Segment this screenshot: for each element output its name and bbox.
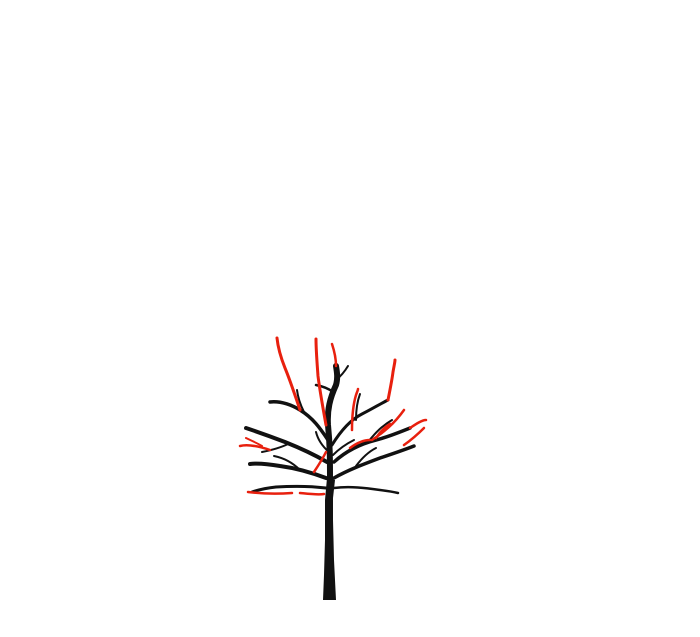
red-tip-left-low-2 xyxy=(298,491,326,496)
branch-mid-right xyxy=(332,426,412,464)
red-tip-left-mid-2 xyxy=(245,437,263,447)
red-tip-center-low xyxy=(312,450,328,474)
branch-lower-left-twig xyxy=(273,455,301,471)
branch-lower-left-2 xyxy=(250,484,328,494)
branch-upper-right-twig xyxy=(355,393,361,421)
branch-lower-right xyxy=(332,444,416,480)
black-branches xyxy=(244,363,416,495)
red-tip-left-low xyxy=(246,490,294,495)
red-tip-mid-right-2 xyxy=(408,418,428,430)
tree-trunk xyxy=(323,478,336,600)
red-tip-mid-center xyxy=(350,387,360,432)
branch-leader-tip xyxy=(314,383,335,394)
branch-mid-left-twig xyxy=(261,443,289,453)
red-tip-mid-right-3 xyxy=(402,426,426,447)
branch-upper-left-twig xyxy=(296,389,305,413)
red-tip-top-center xyxy=(314,337,328,427)
red-tip-top-right xyxy=(386,358,397,402)
branch-lower-right-2 xyxy=(332,485,400,495)
red-tip-mid-right-inner xyxy=(374,422,392,440)
branch-leader-tip-2 xyxy=(335,365,349,381)
red-branch-tips xyxy=(238,336,428,496)
red-tip-top-left xyxy=(275,336,302,412)
branch-upper-right xyxy=(330,398,390,447)
branch-leader xyxy=(324,363,341,483)
red-tip-left-mid xyxy=(238,443,272,452)
red-tip-center-mid xyxy=(348,438,372,450)
branch-lower-right-twig xyxy=(355,447,377,467)
branch-lower-left xyxy=(248,461,328,480)
red-tip-top-center-right xyxy=(330,342,338,368)
branch-inner-twig-2 xyxy=(332,439,355,456)
branch-inner-twig-1 xyxy=(315,431,330,453)
branch-mid-left xyxy=(244,426,329,464)
